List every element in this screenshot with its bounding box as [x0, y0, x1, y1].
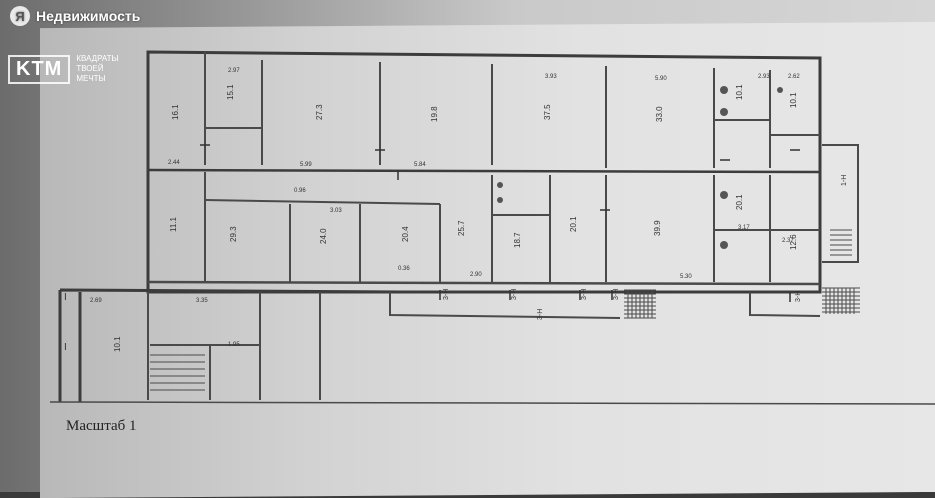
room-area-label: 19.8: [430, 106, 439, 122]
wall: [147, 280, 821, 286]
stairs-main: [624, 289, 656, 319]
toilet-fixture: [720, 191, 728, 199]
dimension-label: 0.36: [398, 266, 410, 272]
room-area-label: 10.1: [789, 92, 798, 108]
toilet-fixture: [720, 108, 728, 116]
door-mark-label: 3-Н: [511, 289, 518, 300]
dimension-label: 3.35: [196, 298, 208, 304]
room-area-label: 11.1: [169, 216, 178, 232]
room-area-label: 12.6: [789, 234, 798, 250]
dimension-label: 5.30: [680, 274, 692, 280]
door-mark-label: 3-Н: [613, 289, 620, 300]
dimension-label: 2.93: [758, 74, 770, 80]
room-area-label: 16.1: [171, 104, 180, 120]
toilet-fixture: [497, 182, 503, 188]
dimension-label: 3.17: [738, 225, 750, 231]
dimension-label: 2.90: [470, 272, 482, 278]
stairs-side: [830, 229, 852, 256]
toilet-fixture: [720, 86, 728, 94]
room-area-label: 20.1: [735, 194, 744, 210]
stair-box: [822, 144, 859, 263]
site-logo-icon: Я: [10, 6, 30, 26]
room-area-label: 29.3: [229, 226, 238, 242]
dimension-label: 5.99: [300, 162, 312, 168]
brand-logo: KTM: [8, 54, 71, 84]
room-area-label: 20.1: [569, 216, 578, 232]
door-mark-label: 3-Н: [537, 309, 544, 320]
scale-caption: Масштаб 1: [66, 418, 137, 434]
room-area-label: 24.0: [319, 228, 328, 244]
side-mark-bottom: I: [64, 342, 67, 353]
room-area-label: 27.3: [315, 104, 324, 120]
site-name: Недвижимость: [36, 8, 141, 24]
dimension-label: 5.90: [655, 76, 667, 82]
dimension-label: 5.84: [414, 162, 426, 168]
room-area-label: 18.7: [513, 232, 522, 248]
toilet-fixture: [497, 197, 503, 203]
room-area-label: 20.4: [401, 226, 410, 242]
dimension-label: 2.62: [788, 74, 800, 80]
toilet-fixture: [777, 87, 783, 93]
wall: [749, 292, 821, 317]
wall: [204, 199, 441, 205]
room-area-label: 33.0: [655, 106, 664, 122]
room-area-label: 10.1: [113, 336, 122, 352]
dimension-label: 2.97: [228, 68, 240, 74]
door-mark-label: 1-Н: [841, 175, 848, 186]
wall: [389, 292, 621, 319]
door-mark-label: 3-Н: [795, 291, 802, 302]
lower-wing: [58, 288, 401, 402]
brand-watermark: KTM КВАДРАТЫ ТВОЕЙ МЕЧТЫ: [8, 54, 119, 84]
site-watermark: Я Недвижимость: [10, 6, 140, 26]
dimension-label: 2.44: [168, 160, 180, 166]
tagline-line: ТВОЕЙ: [76, 64, 104, 73]
tagline-line: МЕЧТЫ: [76, 74, 106, 83]
room-area-label: 37.5: [543, 104, 552, 120]
door-mark-label: 3-Н: [581, 289, 588, 300]
dimension-label: 3.03: [330, 208, 342, 214]
drawing-frame-line: [49, 401, 935, 405]
room-area-label: 25.7: [457, 220, 466, 236]
door-mark-label: 3-Н: [443, 289, 450, 300]
toilet-fixture: [720, 241, 728, 249]
corridor-wall-top: [147, 168, 821, 174]
room-area-label: 10.1: [735, 84, 744, 100]
door-mark: [200, 144, 800, 302]
room-area-label: 39.9: [653, 220, 662, 236]
room-area-label: 15.1: [226, 84, 235, 100]
dimension-label: 2.37: [782, 238, 794, 244]
dimension-label: 2.69: [90, 298, 102, 304]
stairs-east: [822, 287, 860, 314]
side-mark-top: I: [64, 292, 67, 303]
dimension-label: 3.93: [545, 74, 557, 80]
brand-tagline: КВАДРАТЫ ТВОЕЙ МЕЧТЫ: [76, 54, 118, 84]
dimension-label: 1.95: [228, 342, 240, 348]
tagline-line: КВАДРАТЫ: [76, 54, 119, 63]
stairs-lower: [150, 354, 205, 391]
dimension-label: 0.96: [294, 188, 306, 194]
outer-wall: [146, 50, 822, 294]
